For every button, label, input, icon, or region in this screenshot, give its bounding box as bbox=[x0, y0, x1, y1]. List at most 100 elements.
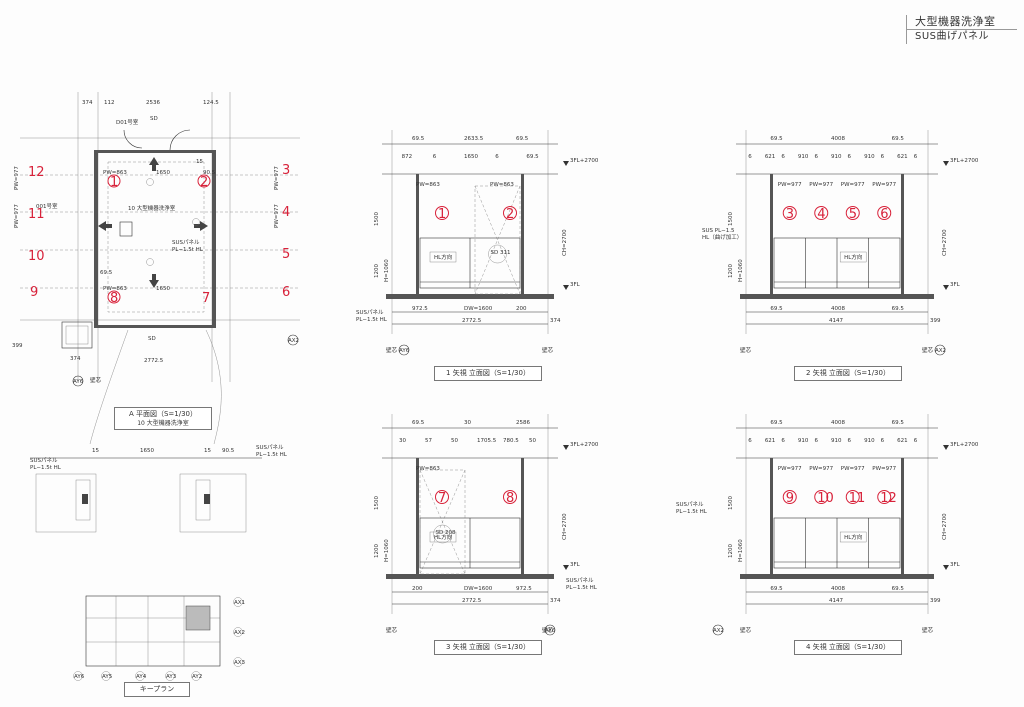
elev2-mark-2: 5 bbox=[849, 207, 857, 222]
elev1-dim-bottom-2: 200 bbox=[516, 306, 527, 312]
elev4-mark-2: 11 bbox=[849, 491, 866, 506]
elev1-fl: 3FL bbox=[570, 282, 581, 288]
elev2-mark-3: 6 bbox=[880, 207, 888, 222]
elev2-dim-top-11: 6 bbox=[881, 154, 885, 160]
elev3-caption: 3 矢視 立面図（S=1/30） bbox=[446, 643, 530, 651]
elev3-pw-0: PW=863 bbox=[416, 466, 440, 472]
elev3-fl2700: 3FL+2700 bbox=[570, 442, 599, 448]
elev4-dim-bottom-4: 399 bbox=[930, 598, 941, 604]
elev2-material-2: HL（曲げ加工） bbox=[702, 233, 742, 241]
elev1-fl2700: 3FL+2700 bbox=[570, 158, 599, 164]
plan-dim-2772: 2772.5 bbox=[144, 358, 164, 364]
plan-view: 374 112 2536 124.5 1650 1650 69.5 15 90.… bbox=[12, 92, 300, 445]
elev4-dim-top-3: 6 bbox=[748, 438, 752, 444]
detail-dim-90: 90.5 bbox=[222, 448, 235, 454]
detail-material-r2: PL−1.5t HL bbox=[256, 452, 288, 458]
elev4-pw-3: PW=977 bbox=[872, 466, 896, 472]
elev1-dim-top-0: 69.5 bbox=[412, 136, 425, 142]
elev4-dim-top-0: 69.5 bbox=[770, 420, 783, 426]
plan-door-sd-bottom: SD bbox=[148, 336, 156, 342]
elev3-fl: 3FL bbox=[570, 562, 581, 568]
elev4-dim-bottom-1: 4008 bbox=[831, 586, 845, 592]
elev3-dim-top-2: 2586 bbox=[516, 420, 530, 426]
plan-pw-4: PW=977 bbox=[274, 166, 280, 190]
plan-dim-374-bottom: 374 bbox=[70, 356, 81, 362]
plan-door-sd-top: SD bbox=[150, 116, 158, 122]
elev1-core-left: 壁芯 bbox=[386, 346, 398, 354]
plan-mark-11: 11 bbox=[28, 207, 45, 222]
elev2-dim-top-7: 6 bbox=[814, 154, 818, 160]
plan-mark-10: 10 bbox=[28, 249, 45, 264]
elev1-mark-0: 1 bbox=[438, 207, 446, 222]
elev2-dim-bottom-1: 4008 bbox=[831, 306, 845, 312]
elev3-h-1200: 1200 bbox=[374, 544, 380, 558]
plan-material-1: SUSパネル bbox=[172, 239, 200, 246]
elev2-dim-top-0: 69.5 bbox=[770, 136, 783, 142]
elev2-h-1200: 1200 bbox=[728, 264, 734, 278]
elev2-fl: 3FL bbox=[950, 282, 961, 288]
elev4-pw-1: PW=977 bbox=[809, 466, 833, 472]
elev4-pw-0: PW=977 bbox=[778, 466, 802, 472]
elev2-material-1: SUS PL−1.5 bbox=[702, 228, 735, 234]
title-block: 大型機器洗浄室 SUS曲げパネル bbox=[906, 15, 1017, 44]
plan-pw-12: PW=977 bbox=[14, 166, 20, 190]
elev1-arrow-label: HL方向 bbox=[434, 253, 452, 261]
plan-pw-5: PW=977 bbox=[274, 204, 280, 228]
elev4-dim-top-5: 6 bbox=[781, 438, 785, 444]
elev2-dim-top-9: 6 bbox=[848, 154, 852, 160]
elev1-dim-bottom-3: 2772.5 bbox=[462, 318, 482, 324]
elev3-dim-bottom-1: DW=1600 bbox=[464, 586, 493, 592]
elev4-h-1060: H=1060 bbox=[738, 539, 744, 562]
detail-dim-15b: 15 bbox=[204, 448, 211, 454]
elev4-dim-bottom-3: 4147 bbox=[829, 598, 843, 604]
plan-mark-5: 5 bbox=[282, 247, 290, 262]
elev2-dim-top-4: 621 bbox=[765, 154, 776, 160]
elev2-arrow-label: HL方向 bbox=[844, 253, 862, 261]
elev4-grid-bubble: AX2 bbox=[713, 628, 724, 634]
elev1-dim-top-2: 69.5 bbox=[516, 136, 529, 142]
elev4-material-2: PL−1.5t HL bbox=[676, 509, 708, 515]
elev2-dim-top-8: 910 bbox=[831, 154, 842, 160]
keyplan-grid-2: AY4 bbox=[136, 674, 147, 680]
plan-mark-4: 4 bbox=[282, 205, 290, 220]
elev4-core-right: 壁芯 bbox=[922, 626, 934, 634]
detail-material-2: PL−1.5t HL bbox=[30, 465, 62, 471]
elev4-core-left: 壁芯 bbox=[740, 626, 752, 634]
plan-pw-1: PW=863 bbox=[103, 170, 127, 176]
elev1-dim-top-1: 2633.5 bbox=[464, 136, 484, 142]
elev1-pw-0: PW=863 bbox=[416, 182, 440, 188]
elev3-material-2: PL−1.5t HL bbox=[566, 585, 598, 591]
elev4-dim-top-13: 6 bbox=[914, 438, 918, 444]
elev4-ch: CH=2700 bbox=[942, 513, 948, 540]
plan-dim-1650-top: 1650 bbox=[156, 170, 170, 176]
elev1-grid-bubble: AY6 bbox=[399, 348, 410, 354]
elev4-mark-3: 12 bbox=[880, 491, 897, 506]
plan-mark-9: 9 bbox=[30, 285, 38, 300]
elev3-dim-top-3: 30 bbox=[399, 438, 406, 444]
elev1-core-right: 壁芯 bbox=[542, 346, 554, 354]
plan-mark-1: 1 bbox=[110, 175, 118, 190]
detail-views: SUSパネル PL−1.5t HL SUSパネル PL−1.5t HL 15 1… bbox=[30, 444, 288, 533]
plan-mark-12: 12 bbox=[28, 165, 45, 180]
elev1-caption: 1 矢視 立面図（S=1/30） bbox=[446, 369, 530, 377]
plan-dim-112: 112 bbox=[104, 100, 115, 106]
elev3-dim-bottom-3: 2772.5 bbox=[462, 598, 482, 604]
elev4-material-1: SUSパネル bbox=[676, 501, 704, 508]
elev2-pw-3: PW=977 bbox=[872, 182, 896, 188]
elev3-dim-top-8: 50 bbox=[529, 438, 536, 444]
elev4-fl2700: 3FL+2700 bbox=[950, 442, 979, 448]
elev2-pw-1: PW=977 bbox=[809, 182, 833, 188]
elev1-ch: CH=2700 bbox=[562, 229, 568, 256]
elev3-door-label: SD 208 bbox=[436, 530, 456, 536]
elev4-dim-top-11: 6 bbox=[881, 438, 885, 444]
elev2-ch: CH=2700 bbox=[942, 229, 948, 256]
elev2-mark-0: 3 bbox=[786, 207, 794, 222]
elev4-pw-2: PW=977 bbox=[841, 466, 865, 472]
elev4-h-1200: 1200 bbox=[728, 544, 734, 558]
elev4-h-1500: 1500 bbox=[728, 496, 734, 510]
elev2-dim-bottom-0: 69.5 bbox=[770, 306, 783, 312]
